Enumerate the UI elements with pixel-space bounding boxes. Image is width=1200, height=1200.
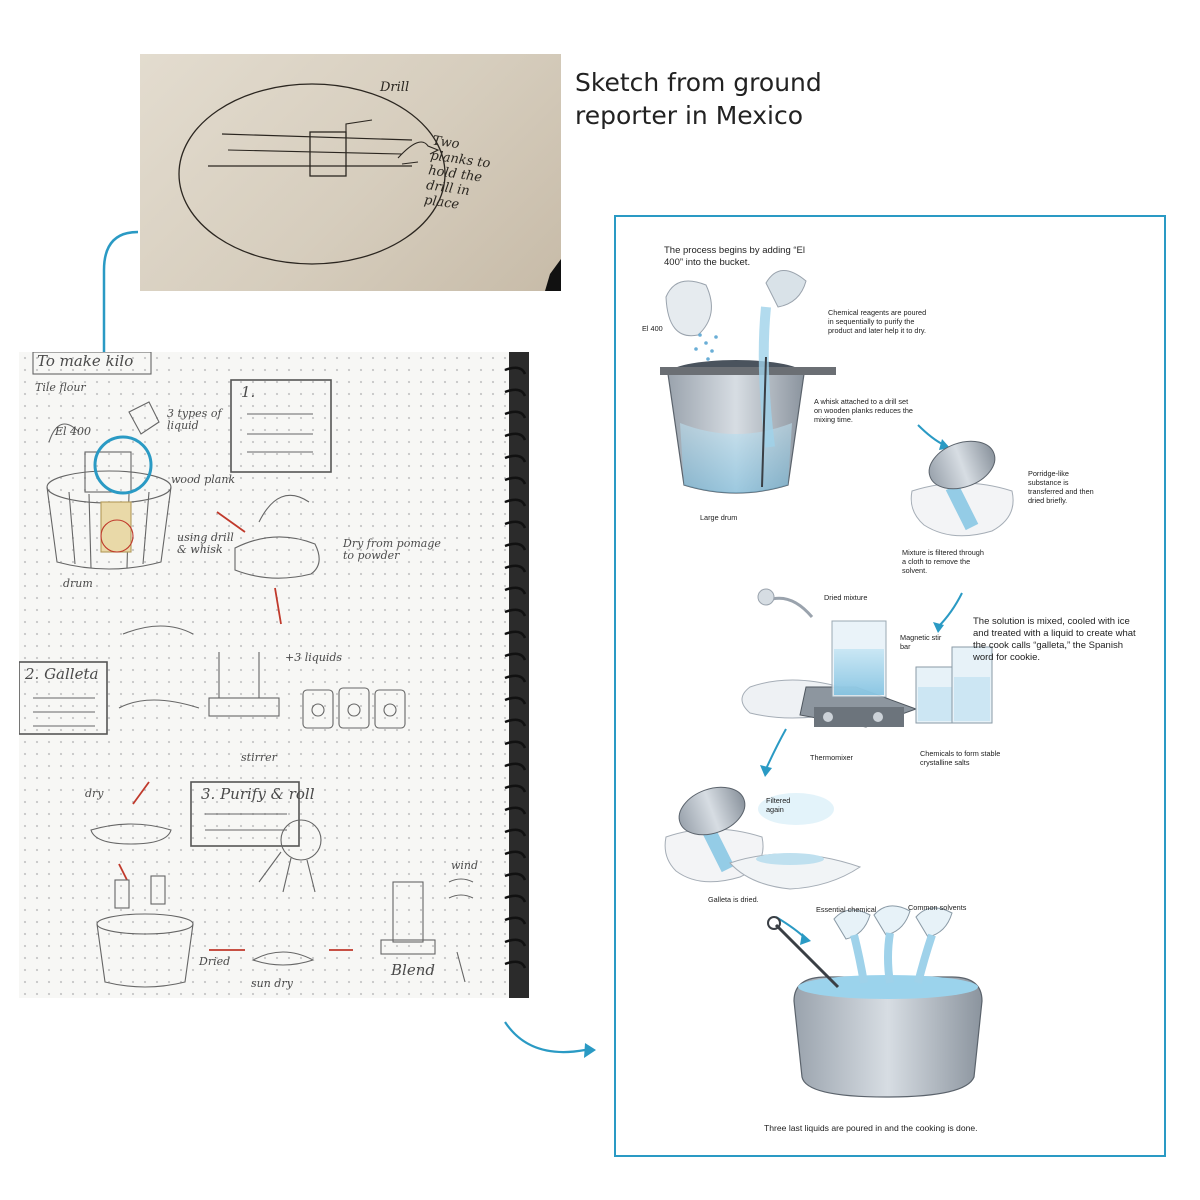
note-step-1: 1. (241, 383, 256, 401)
label-filtered-again: Filtered again (766, 796, 791, 814)
illustration-filtered-again (664, 786, 764, 883)
note-wood-plank: wood plank (171, 473, 236, 486)
note-wind: wind (451, 859, 479, 872)
label-large-drum: Large drum (700, 513, 738, 522)
note-el400: El 400 (55, 425, 92, 438)
flow-arrow-head (584, 1043, 596, 1058)
final-graphic-frame: The process begins by adding “El 400” in… (614, 215, 1166, 1157)
label-porridge: Porridge-like substance is transferred a… (1028, 469, 1094, 505)
reporter-sketch-photo: Drill Two planks to hold the drill in pl… (140, 54, 561, 291)
reporter-sketch-drawing (178, 83, 561, 291)
label-el400: El 400 (642, 324, 663, 333)
label-intro: The process begins by adding “El 400” in… (664, 245, 805, 268)
caption-line-2: reporter in Mexico (575, 101, 803, 130)
sketch-label-drill: Drill (380, 80, 410, 95)
label-whisk: A whisk attached to a drill set on woode… (814, 397, 913, 424)
illustration-final-tub (767, 905, 983, 1098)
flow-arrow (504, 1021, 586, 1054)
note-stirrer: stirrer (241, 751, 277, 764)
final-graphic-illustration (660, 270, 1014, 1098)
notebook-sketch: To make kilo Tile flour El 400 3 types o… (19, 352, 529, 998)
illustration-galleta-drying (729, 793, 862, 890)
note-dry-2: dry (85, 787, 104, 800)
note-sun-dry: sun dry (251, 977, 293, 990)
photo-caption: Sketch from ground reporter in Mexico (575, 66, 875, 132)
caption-line-1: Sketch from ground (575, 68, 822, 97)
label-final: Three last liquids are poured in and the… (764, 1123, 978, 1133)
label-filtered: Mixture is filtered through a cloth to r… (902, 548, 984, 575)
label-common-solvents: Common solvents (908, 903, 967, 912)
note-three-liquids: 3 types of liquid (167, 407, 222, 432)
illustration-porridge-cloth (910, 440, 1014, 537)
label-essential-chemical: Essential chemical (816, 905, 877, 914)
notebook-header: To make kilo (37, 352, 134, 370)
note-tile-flour: Tile flour (35, 381, 86, 394)
note-using-drill: using drill & whisk (177, 531, 234, 556)
label-galleta-dried: Galleta is dried. (708, 895, 759, 904)
label-chemicals: Chemicals to form stable crystalline sal… (920, 749, 1001, 767)
connector-line (102, 230, 139, 452)
note-dried: Dried (199, 955, 231, 968)
spiral-binding (504, 352, 529, 998)
note-dry: Dry from pomage to powder (343, 537, 441, 562)
note-drum: drum (63, 577, 93, 590)
illustration-large-drum (660, 270, 836, 494)
note-step-3: 3. Purify & roll (201, 785, 315, 803)
sketch-drum (46, 401, 172, 570)
notebook-drawing (19, 352, 529, 998)
label-solution: The solution is mixed, cooled with ice a… (973, 616, 1136, 663)
note-step-2: 2. Galleta (25, 665, 99, 683)
label-reagents: Chemical reagents are poured in sequenti… (828, 308, 927, 335)
note-blend: Blend (391, 961, 435, 979)
label-stir-bar: Magnetic stir bar (900, 633, 942, 651)
label-thermomixer: Thermomixer (810, 753, 853, 762)
note-plus-three-liquids: +3 liquids (285, 651, 343, 664)
illustration-thermomixer (741, 588, 993, 728)
label-dried-mixture: Dried mixture (824, 593, 868, 602)
